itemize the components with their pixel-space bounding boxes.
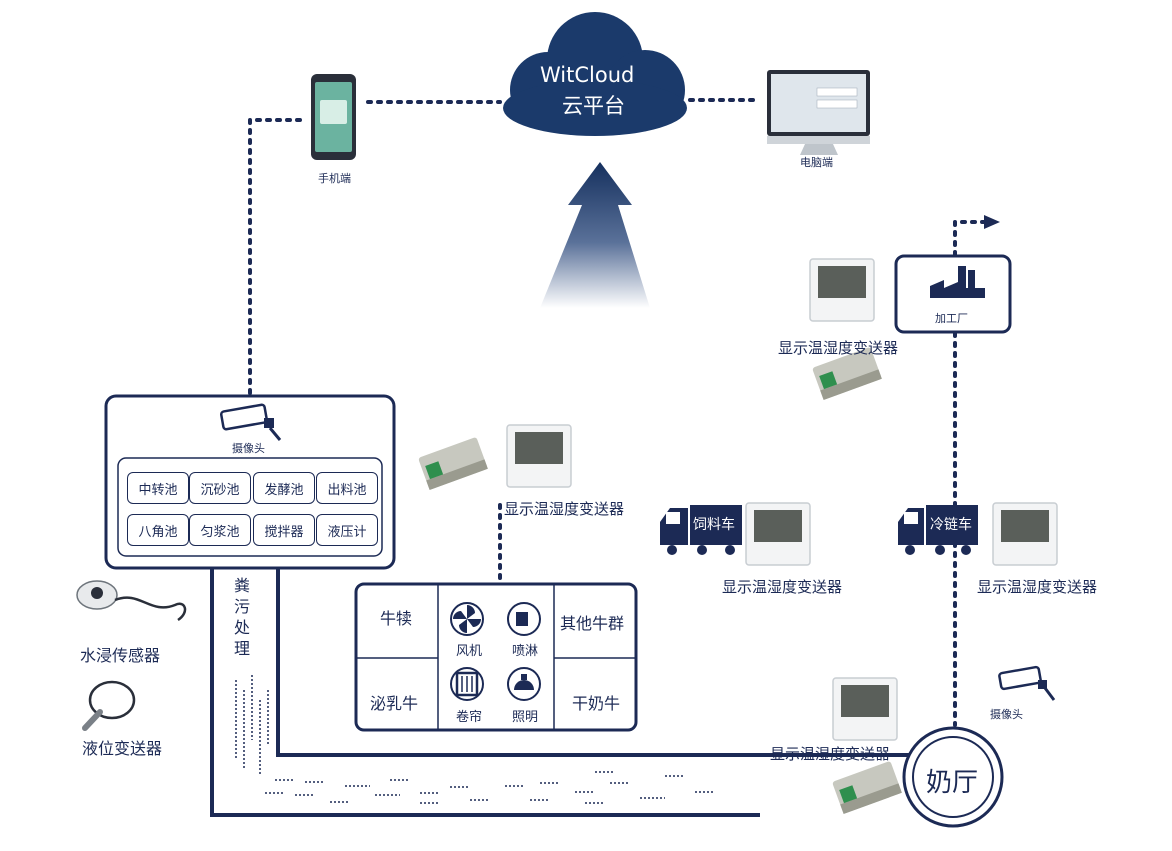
th-display-upper-right xyxy=(809,258,875,322)
cloud-title-line2: 云平台 xyxy=(562,94,625,118)
th-display-sensors xyxy=(506,258,1058,741)
feed-truck-label: 饲料车 xyxy=(693,517,735,533)
pool-grit: 沉砂池 xyxy=(189,472,251,504)
factory-box xyxy=(894,254,1012,334)
cloud-title-line1: WitCloud xyxy=(540,63,635,87)
transmitter-modules xyxy=(418,347,902,814)
manure-traces xyxy=(235,675,715,804)
pool-transfer: 中转池 xyxy=(127,472,189,504)
pool-mixer: 搅拌器 xyxy=(253,514,315,546)
milk-hall-label: 奶厅 xyxy=(926,768,979,798)
pool-octagon: 八角池 xyxy=(127,514,189,546)
cow-dry: 干奶牛 xyxy=(572,694,621,713)
phone-icon xyxy=(311,74,356,160)
device-light-label: 照明 xyxy=(512,710,539,725)
cold-truck-label: 冷链车 xyxy=(930,517,972,533)
camera-icon xyxy=(219,403,282,441)
transmitter-module-3 xyxy=(832,761,902,814)
pipes xyxy=(210,568,910,817)
th-display-middle xyxy=(506,424,572,488)
th-label-middle: 显示温湿度变送器 xyxy=(504,500,625,518)
pool-hydraulic-gauge: 液压计 xyxy=(316,514,378,546)
pool-ferment: 发酵池 xyxy=(253,472,315,504)
factory-icon xyxy=(930,280,985,298)
feed-truck-icon xyxy=(660,505,742,555)
water-sensor-label: 水浸传感器 xyxy=(80,646,161,665)
phone-label: 手机端 xyxy=(318,172,351,185)
transmitter-module-2 xyxy=(418,437,488,490)
factory-out-arrow xyxy=(984,215,1000,229)
pool-homogenize: 匀浆池 xyxy=(189,514,251,546)
pipe-outer xyxy=(210,568,760,817)
cow-lactating: 泌乳牛 xyxy=(370,694,419,713)
th-label-upper-right: 显示温湿度变送器 xyxy=(778,339,899,357)
device-fan-label: 风机 xyxy=(456,644,483,659)
water-sensor-icon xyxy=(76,580,187,622)
camera-label: 摄像头 xyxy=(232,442,265,455)
cloud-shape xyxy=(503,12,687,136)
camera-icon-right xyxy=(998,665,1056,701)
fan-icon xyxy=(450,602,484,636)
th-display-feed xyxy=(745,502,811,566)
dotted-connectors xyxy=(248,98,986,727)
milk-hall-circle xyxy=(902,726,1004,828)
device-curtain-label: 卷帘 xyxy=(456,710,483,725)
pool-discharge: 出料池 xyxy=(316,472,378,504)
level-sensor-icon xyxy=(82,680,136,731)
th-label-milkhall: 显示温湿度变送器 xyxy=(770,745,891,763)
cow-calf: 牛犊 xyxy=(380,609,413,628)
camera-label-right: 摄像头 xyxy=(990,708,1023,721)
sewage-label: 粪 污 处 理 xyxy=(234,576,251,658)
pipe-inner xyxy=(276,568,910,757)
link-factory-out xyxy=(953,220,986,257)
upload-arrow xyxy=(540,162,650,308)
th-display-milkhall xyxy=(832,677,898,741)
pc-label: 电脑端 xyxy=(800,156,833,169)
pc-icon xyxy=(767,70,870,155)
cow-other: 其他牛群 xyxy=(560,614,625,633)
device-shower-label: 喷淋 xyxy=(512,644,539,659)
factory-label: 加工厂 xyxy=(935,312,968,325)
cow-panel-box xyxy=(354,582,638,732)
cold-truck-icon xyxy=(898,505,978,555)
th-display-cold xyxy=(992,502,1058,566)
th-label-cold: 显示温湿度变送器 xyxy=(977,578,1098,596)
th-label-feed: 显示温湿度变送器 xyxy=(722,578,843,596)
link-phone-camera xyxy=(248,118,302,397)
device-icons xyxy=(450,602,541,701)
level-sensor-label: 液位变送器 xyxy=(82,739,163,758)
transmitter-module-1 xyxy=(812,347,882,400)
